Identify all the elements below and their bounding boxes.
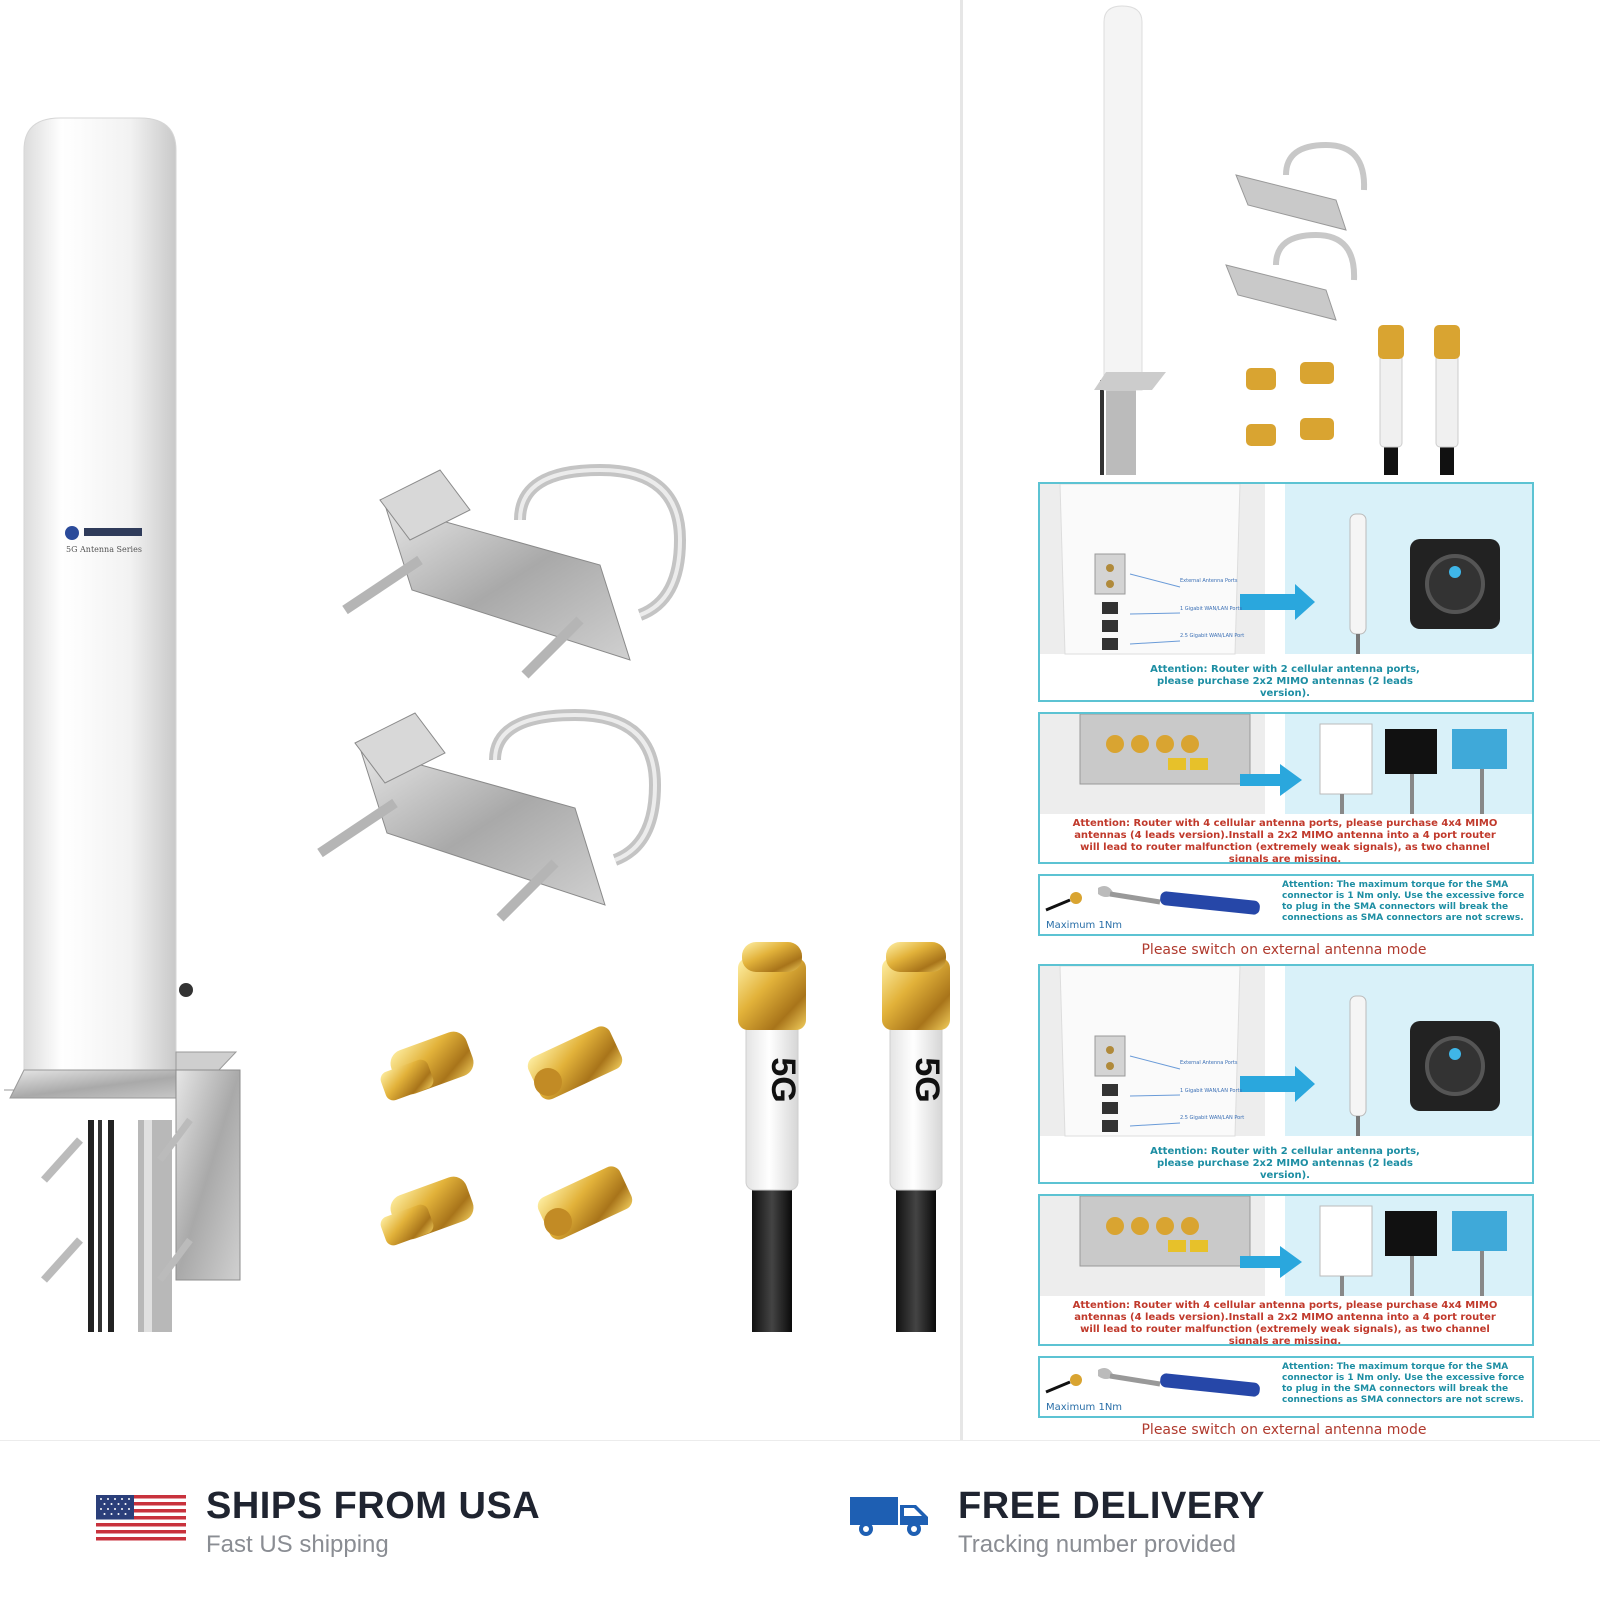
torque-label-repeat: Maximum 1Nm <box>1046 1402 1123 1413</box>
product-photo: 5G Antenna Series <box>4 117 950 1332</box>
port-label-external: External Antenna Ports <box>1180 1060 1238 1066</box>
router-2-port-diagram <box>1040 484 1532 655</box>
antenna-kit-illustration: 5G Antenna Series <box>4 117 950 1332</box>
caption-2-port-repeat: Attention: Router with 2 cellular antenn… <box>1150 1146 1420 1181</box>
antenna-body: 5G Antenna Series <box>23 117 177 1091</box>
port-labels: External Antenna Ports 1 Gigabit WAN/LAN… <box>1180 578 1270 648</box>
delivery-truck-icon <box>850 1493 932 1537</box>
port-label-2-5g: 2.5 Gigabit WAN/LAN Port <box>1180 1115 1245 1121</box>
torque-caption-repeat: Attention: The maximum torque for the SM… <box>1282 1362 1525 1405</box>
sma-adapter-2 <box>527 1026 623 1100</box>
caption-4-port: Attention: Router with 4 cellular antenn… <box>1072 818 1498 864</box>
caption-4-port-repeat: Attention: Router with 4 cellular antenn… <box>1072 1300 1498 1346</box>
external-mode-note: Please switch on external antenna mode <box>1141 942 1427 958</box>
guide-2-port-repeat: External Antenna Ports 1 Gigabit WAN/LAN… <box>1038 964 1534 1184</box>
antenna-bracket <box>4 983 241 1283</box>
sma-adapter-1 <box>380 1031 474 1101</box>
feature-subtitle-shipping: Fast US shipping <box>206 1531 389 1558</box>
router-4-port-diagram-repeat <box>1040 1196 1532 1296</box>
us-flag-icon <box>96 1495 186 1541</box>
torque-wrench-diagram-repeat <box>1045 1368 1260 1397</box>
port-label-1g: 1 Gigabit WAN/LAN Ports <box>1180 606 1243 612</box>
kit-thumbnail <box>1094 5 1460 475</box>
caption-2-port: Attention: Router with 2 cellular antenn… <box>1150 664 1420 699</box>
torque-caption: Attention: The maximum torque for the SM… <box>1282 880 1525 923</box>
sma-adapter-4 <box>537 1166 633 1240</box>
port-label-2-5g: 2.5 Gigabit WAN/LAN Port <box>1180 633 1245 639</box>
antenna-series-label: 5G Antenna Series <box>66 545 142 554</box>
guide-torque-repeat: Maximum 1Nm Attention: The maximum torqu… <box>1038 1356 1534 1418</box>
mounting-pole <box>88 1120 172 1332</box>
torque-label: Maximum 1Nm <box>1046 920 1123 931</box>
cable-label-2: 5G <box>908 1057 946 1102</box>
installation-guide: External Antenna Ports 1 Gigabit WAN/LAN… <box>966 0 1600 1440</box>
guide-torque: Maximum 1Nm Attention: The maximum torqu… <box>1038 874 1534 936</box>
guide-2-port: External Antenna Ports 1 Gigabit WAN/LAN… <box>1038 482 1534 702</box>
cable-label-1: 5G <box>764 1057 802 1102</box>
feature-title-shipping: SHIPS FROM USA <box>206 1485 541 1527</box>
torque-wrench-diagram <box>1045 886 1260 915</box>
coax-cable-1: 5G <box>738 942 806 1332</box>
guide-4-port: Attention: Router with 4 cellular antenn… <box>1038 712 1534 864</box>
panel-divider <box>960 0 963 1440</box>
router-4-port-diagram <box>1040 714 1532 814</box>
port-labels-repeat: External Antenna Ports 1 Gigabit WAN/LAN… <box>1180 1060 1270 1130</box>
external-mode-note-repeat: Please switch on external antenna mode <box>1141 1422 1427 1438</box>
feature-subtitle-delivery: Tracking number provided <box>958 1531 1236 1558</box>
feature-title-delivery: FREE DELIVERY <box>958 1485 1266 1527</box>
guide-4-port-repeat: Attention: Router with 4 cellular antenn… <box>1038 1194 1534 1346</box>
port-label-external: External Antenna Ports <box>1180 578 1238 584</box>
feature-bar: SHIPS FROM USA Fast US shipping FREE DEL… <box>0 1440 1600 1601</box>
port-label-1g: 1 Gigabit WAN/LAN Ports <box>1180 1088 1243 1094</box>
sma-adapter-3 <box>380 1176 474 1246</box>
router-2-port-diagram-repeat <box>1040 966 1532 1137</box>
coax-cable-2: 5G <box>882 942 950 1332</box>
u-bolt-clamp-2 <box>317 708 662 922</box>
u-bolt-clamp-1 <box>342 463 687 679</box>
